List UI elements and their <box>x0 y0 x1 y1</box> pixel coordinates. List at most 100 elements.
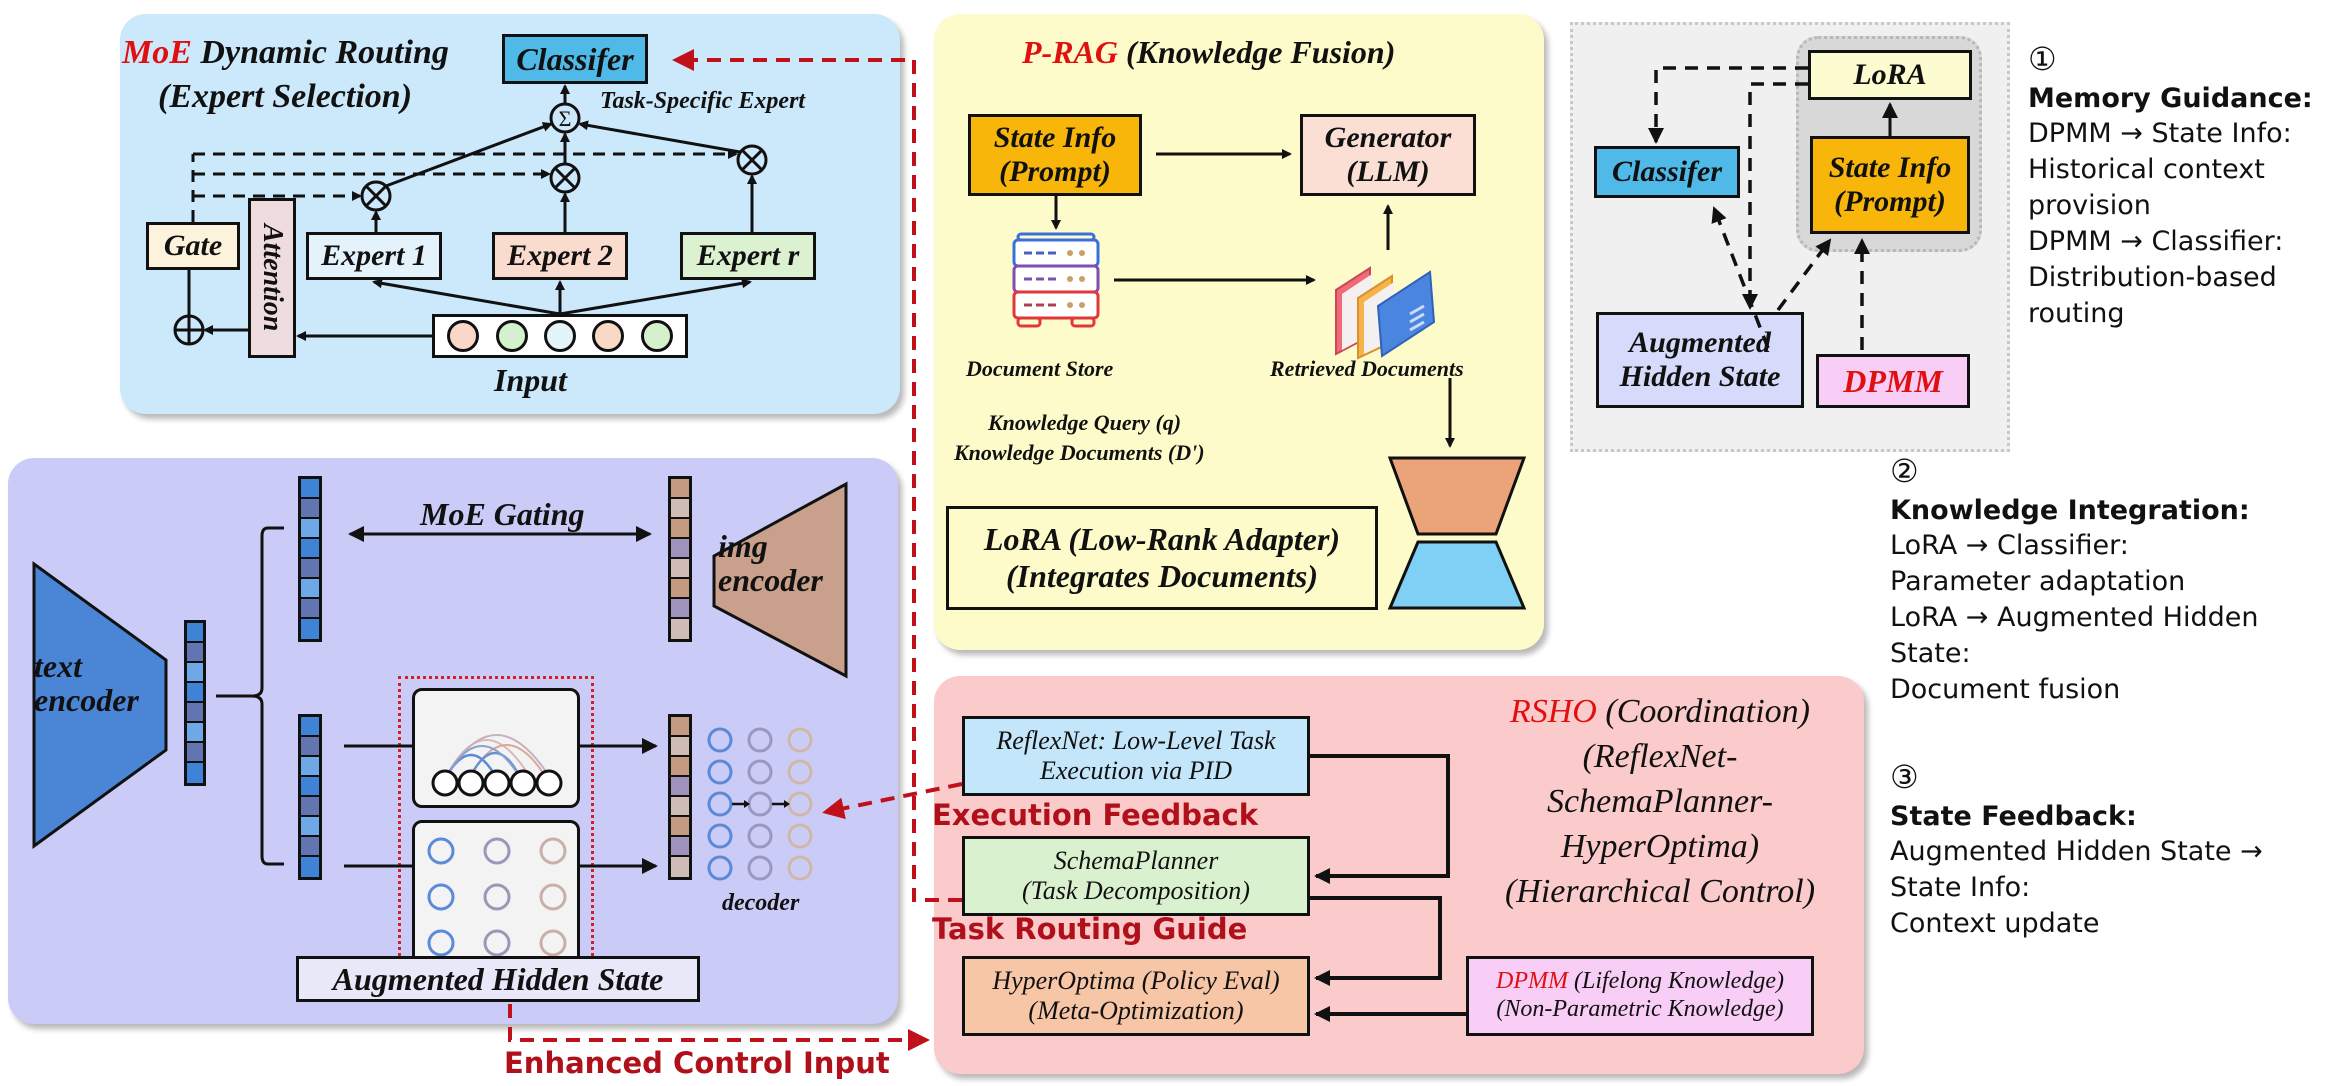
vector-cell <box>301 737 319 757</box>
vector-cell <box>301 619 319 639</box>
hyperoptima-line2: (Meta-Optimization) <box>1028 996 1244 1025</box>
fused-feature-vector <box>668 714 692 880</box>
expert-2-box: Expert 2 <box>492 232 628 280</box>
vector-cell <box>301 857 319 877</box>
prag-title-rest: (Knowledge Fusion) <box>1118 34 1396 70</box>
generator-line1: Generator <box>1324 120 1452 154</box>
legend-heading: Memory Guidance: <box>2028 82 2313 114</box>
vector-cell <box>301 559 319 579</box>
hyperoptima-box: HyperOptima (Policy Eval) (Meta-Optimiza… <box>962 956 1310 1036</box>
legend-number: ① <box>2028 40 2057 78</box>
vector-cell <box>671 757 689 777</box>
ffn-neurons-icon <box>427 837 567 957</box>
memory-dpmm-box: DPMM <box>1816 354 1970 408</box>
rsho-title-line5: (Hierarchical Control) <box>1504 872 1816 910</box>
state-info-line1: State Info <box>993 120 1117 154</box>
input-label: Input <box>494 362 567 398</box>
self-attention-arcs-icon <box>431 734 563 797</box>
self-attention-block <box>412 688 580 808</box>
vector-cell <box>301 539 319 559</box>
legend-line: DPMM → State Info: <box>2028 118 2292 150</box>
vector-cell <box>187 723 203 743</box>
text-encoder-line2: encoder <box>34 681 139 718</box>
text-feature-vector-bottom <box>298 714 322 880</box>
moe-gating-label: MoE Gating <box>420 496 585 532</box>
knowledge-documents-label: Knowledge Documents (D') <box>954 440 1205 465</box>
task-specific-expert-label: Task-Specific Expert <box>600 88 806 114</box>
vector-cell <box>301 777 319 797</box>
vector-cell <box>187 763 203 783</box>
schemaplanner-box: SchemaPlanner (Task Decomposition) <box>962 836 1310 916</box>
retrieved-documents-label: Retrieved Documents <box>1270 356 1464 381</box>
vector-cell <box>671 737 689 757</box>
document-store-icon <box>1012 232 1100 328</box>
vector-cell <box>301 499 319 519</box>
rsho-dpmm-line1-rest: (Lifelong Knowledge) <box>1568 968 1784 995</box>
expert-1-box: Expert 1 <box>306 232 442 280</box>
schemaplanner-line2: (Task Decomposition) <box>1022 876 1250 905</box>
hyperoptima-line1: HyperOptima (Policy Eval) <box>992 966 1280 996</box>
vector-cell <box>301 797 319 817</box>
legend-line: provision <box>2028 190 2151 222</box>
memory-augmented-box: Augmented Hidden State <box>1596 312 1804 408</box>
img-encoder-line2: encoder <box>718 561 823 598</box>
legend-line: Context update <box>1890 908 2100 940</box>
rsho-dpmm-line2: (Non-Parametric Knowledge) <box>1496 996 1784 1022</box>
input-token <box>543 320 576 352</box>
reflexnet-box: ReflexNet: Low-Level Task Execution via … <box>962 716 1310 796</box>
retrieved-documents-icon <box>1335 266 1436 360</box>
vector-cell <box>301 837 319 857</box>
document-store-label: Document Store <box>966 356 1114 381</box>
text-embedding-vector <box>184 620 206 786</box>
input-token <box>495 320 528 352</box>
prag-title: P-RAG (Knowledge Fusion) <box>1022 34 1395 71</box>
rsho-title-rest: (Coordination) <box>1596 693 1811 730</box>
ffn-block <box>412 820 580 974</box>
img-encoder-line1: img <box>718 528 768 564</box>
vector-cell <box>301 579 319 599</box>
augmented-hidden-state-box: Augmented Hidden State <box>296 956 700 1002</box>
vector-cell <box>671 579 689 599</box>
vector-cell <box>671 499 689 519</box>
input-token <box>592 320 625 352</box>
vector-cell <box>671 817 689 837</box>
memory-augmented-line2: Hidden State <box>1619 360 1781 393</box>
rsho-title-line4: HyperOptima) <box>1560 827 1760 865</box>
memory-state-info-line2: (Prompt) <box>1834 185 1946 218</box>
vector-cell <box>671 797 689 817</box>
enhanced-control-input-label: Enhanced Control Input <box>504 1046 890 1080</box>
vector-cell <box>187 683 203 703</box>
vector-cell <box>187 643 203 663</box>
vector-cell <box>187 703 203 723</box>
legend-line: State: <box>1890 638 1971 670</box>
legend-line: LoRA → Classifier: <box>1890 530 2129 562</box>
rsho-title-line3: SchemaPlanner- <box>1547 782 1773 820</box>
moe-subtitle: (Expert Selection) <box>158 78 413 115</box>
text-encoder-shape <box>32 561 168 849</box>
legend-heading: State Feedback: <box>1890 800 2137 832</box>
expert-r-box: Expert r <box>680 232 816 280</box>
moe-classifier-box: Classifer <box>502 34 648 84</box>
text-encoder-line1: text <box>34 648 82 684</box>
vector-cell <box>301 519 319 539</box>
decoder-network-icon <box>707 727 813 881</box>
vector-cell <box>187 663 203 683</box>
img-feature-vector <box>668 476 692 642</box>
memory-augmented-line1: Augmented <box>1629 325 1771 359</box>
state-info-line2: (Prompt) <box>999 155 1111 188</box>
moe-title-highlight: MoE <box>122 34 192 71</box>
legend-item-memory-guidance: ① Memory Guidance: DPMM → State Info: Hi… <box>2028 38 2313 332</box>
moe-title-rest: Dynamic Routing <box>191 34 449 71</box>
vector-cell <box>671 717 689 737</box>
schemaplanner-line1: SchemaPlanner <box>1053 846 1219 876</box>
memory-lora-box: LoRA <box>1808 50 1972 100</box>
memory-classifier-box: Classifer <box>1594 146 1740 198</box>
vector-cell <box>671 599 689 619</box>
vector-cell <box>301 757 319 777</box>
rsho-title-line1: RSHO (Coordination) <box>1480 690 1840 735</box>
rsho-dpmm-line1: DPMM (Lifelong Knowledge) <box>1496 968 1784 996</box>
vector-cell <box>671 837 689 857</box>
lora-adapter-box: LoRA (Low-Rank Adapter) (Integrates Docu… <box>946 506 1378 610</box>
memory-state-info-box: State Info (Prompt) <box>1810 136 1970 234</box>
vector-cell <box>187 623 203 643</box>
